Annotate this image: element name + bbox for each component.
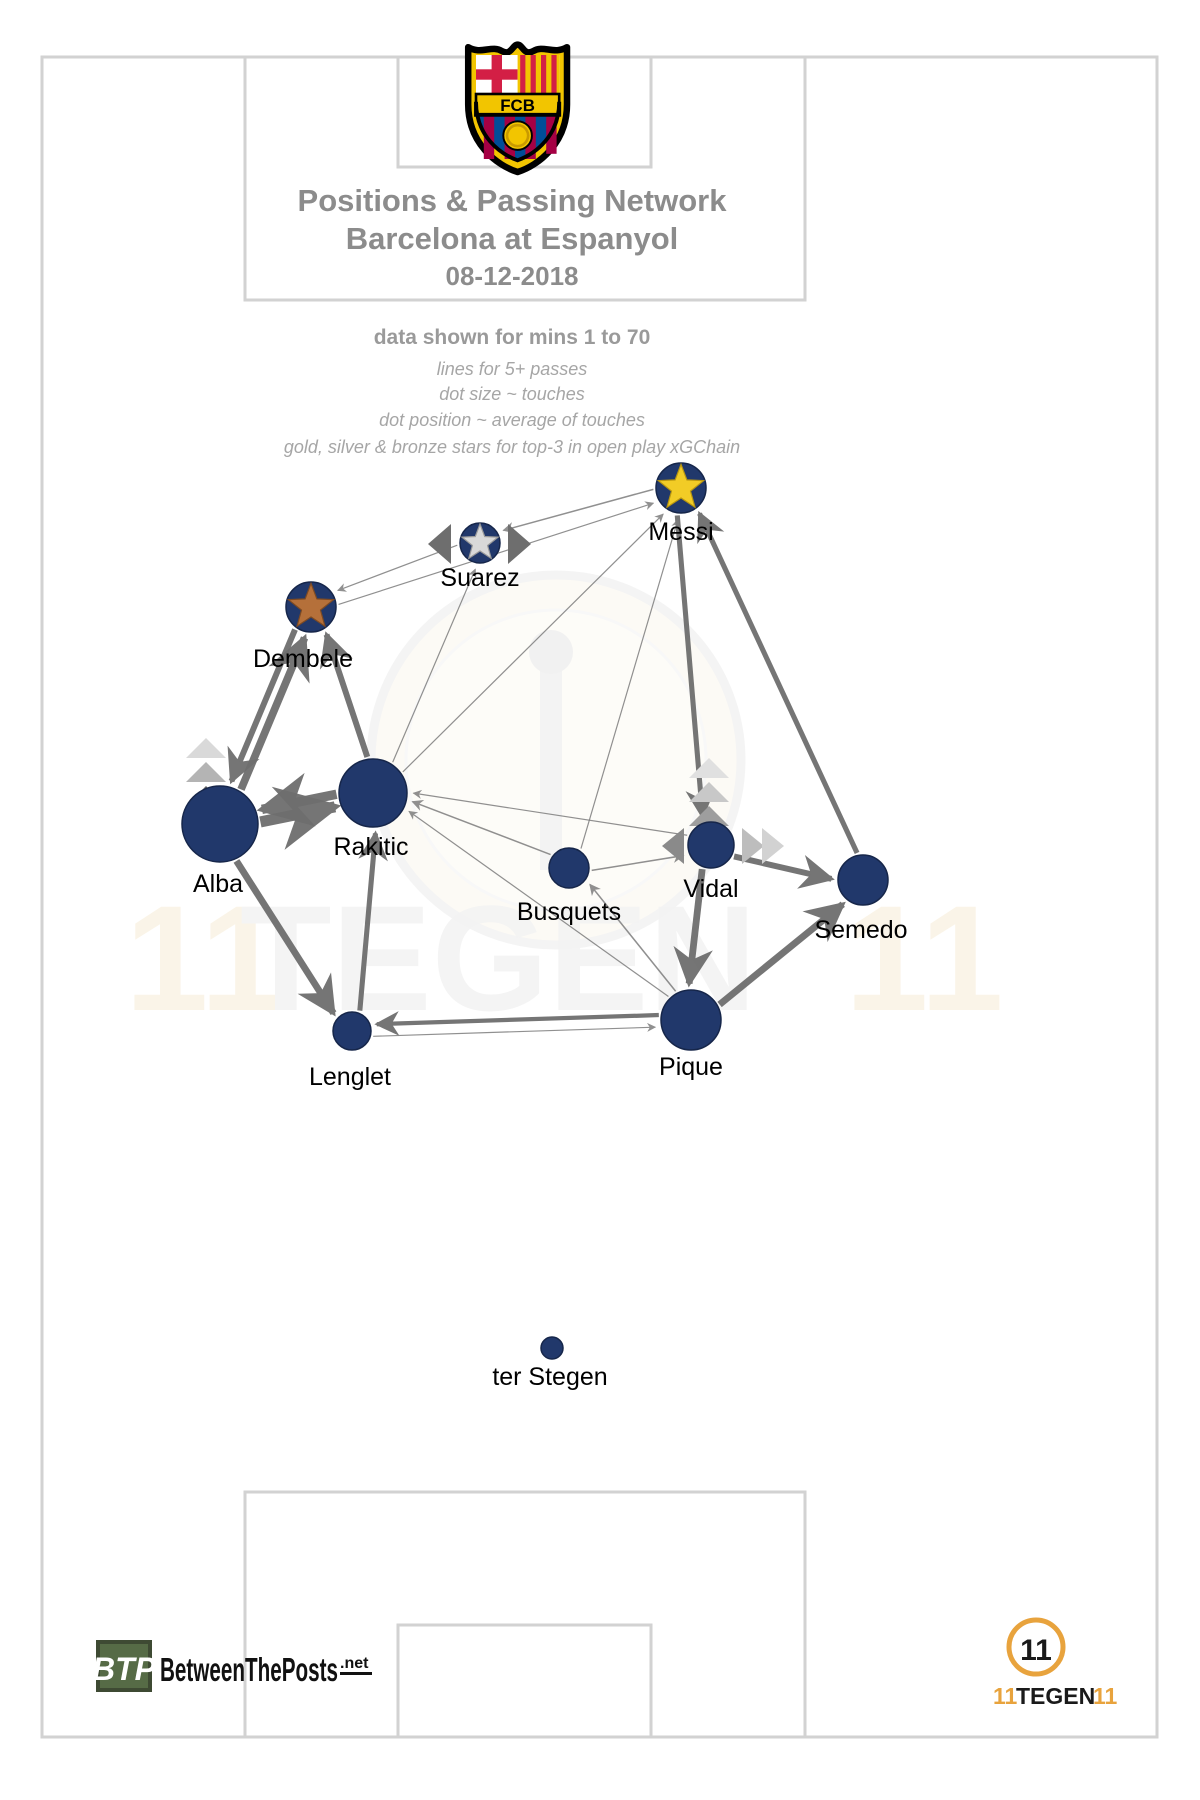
11tegen11-text-c: 11: [1093, 1683, 1118, 1709]
pass-edge: [411, 800, 551, 856]
legend-line-3: dot size ~ touches: [439, 384, 585, 404]
pass-edge: [697, 510, 860, 855]
pass-edge: [580, 518, 681, 849]
player-node-busquets[interactable]: Busquets: [517, 847, 621, 926]
player-node-dembele[interactable]: Dembele: [253, 581, 353, 673]
pass-edge: [374, 1011, 659, 1036]
passing-edges: [227, 488, 860, 1037]
chevron-pair-suarez: [428, 524, 531, 564]
player-label: Suarez: [440, 564, 519, 592]
pass-edge: [402, 513, 664, 773]
pass-edge: [717, 901, 846, 1008]
bronze-star-icon: [286, 581, 336, 628]
node-dot: [837, 854, 889, 906]
crest-text: FCB: [500, 96, 535, 115]
betweentheposts-mark: BTP: [92, 1651, 157, 1687]
player-label: Busquets: [517, 898, 621, 926]
pass-edge: [373, 1022, 657, 1037]
11tegen11-mark: 11: [1020, 1634, 1052, 1667]
player-node-pique[interactable]: Pique: [659, 989, 723, 1081]
player-label: ter Stegen: [492, 1363, 607, 1391]
pass-edge: [337, 544, 458, 592]
node-dot: [660, 989, 722, 1051]
player-node-semedo[interactable]: Semedo: [814, 854, 908, 944]
node-dot: [548, 847, 590, 889]
player-label: Semedo: [814, 916, 907, 944]
page-title-line1: Positions & Passing Network: [298, 183, 728, 218]
fc-barcelona-crest: FCB: [464, 41, 571, 176]
11tegen11-text-a: 11: [993, 1683, 1018, 1709]
pass-edge: [502, 488, 654, 534]
legend-line-2: lines for 5+ passes: [437, 359, 588, 379]
page-title-line2: Barcelona at Espanyol: [346, 221, 679, 256]
page-date: 08-12-2018: [446, 261, 579, 291]
pass-edge: [589, 883, 677, 992]
node-dot: [540, 1336, 564, 1360]
pass-edge: [233, 859, 337, 1017]
chevron-stack-vidal: [689, 758, 729, 826]
pass-edge: [412, 789, 688, 836]
pass-edge: [227, 628, 298, 785]
11tegen11-logo[interactable]: 11 11 TEGEN 11: [993, 1617, 1118, 1709]
node-dot: [181, 785, 259, 863]
player-label: Vidal: [683, 875, 738, 903]
player-label: Rakitic: [333, 833, 408, 861]
pass-edge: [319, 631, 371, 758]
player-label: Pique: [659, 1053, 723, 1081]
legend-line-1: data shown for mins 1 to 70: [374, 326, 651, 349]
betweentheposts-suffix: .net: [340, 1655, 369, 1672]
player-label: Lenglet: [309, 1063, 391, 1091]
pass-edge: [256, 772, 338, 827]
center-circle-watermark: [366, 570, 746, 950]
pass-edge: [674, 515, 716, 820]
player-node-terstegen[interactable]: ter Stegen: [492, 1336, 608, 1391]
pass-edge: [733, 853, 835, 889]
legend-line-5: gold, silver & bronze stars for top-3 in…: [284, 437, 740, 457]
betweentheposts-text: BetweenThePosts: [160, 1651, 338, 1688]
player-node-suarez[interactable]: Suarez: [440, 522, 520, 592]
player-node-lenglet[interactable]: Lenglet: [309, 1011, 391, 1091]
player-label: Alba: [193, 870, 243, 898]
pass-edge: [392, 568, 477, 763]
player-node-alba[interactable]: Alba: [181, 785, 259, 898]
player-node-messi[interactable]: Messi: [648, 462, 714, 546]
betweentheposts-logo[interactable]: BTP BetweenThePosts .net: [92, 1640, 372, 1692]
node-dot: [332, 1011, 372, 1051]
node-dot: [687, 821, 735, 869]
gold-star-icon: [656, 462, 706, 509]
pass-edge: [591, 851, 685, 872]
pass-edge: [357, 830, 388, 1011]
node-dot: [338, 758, 408, 828]
pass-edge: [408, 810, 669, 998]
player-label: Dembele: [253, 645, 353, 673]
player-node-rakitic[interactable]: Rakitic: [333, 758, 409, 861]
silver-star-icon: [460, 522, 500, 560]
watermark-text-a: 11: [125, 874, 284, 1042]
pass-edge: [673, 868, 713, 988]
legend-line-4: dot position ~ average of touches: [379, 410, 645, 430]
chevron-pair-vidal-side: [662, 828, 784, 864]
player-label: Messi: [648, 518, 713, 546]
11tegen11-text-b: TEGEN: [1016, 1683, 1095, 1709]
player-node-vidal[interactable]: Vidal: [683, 821, 739, 903]
